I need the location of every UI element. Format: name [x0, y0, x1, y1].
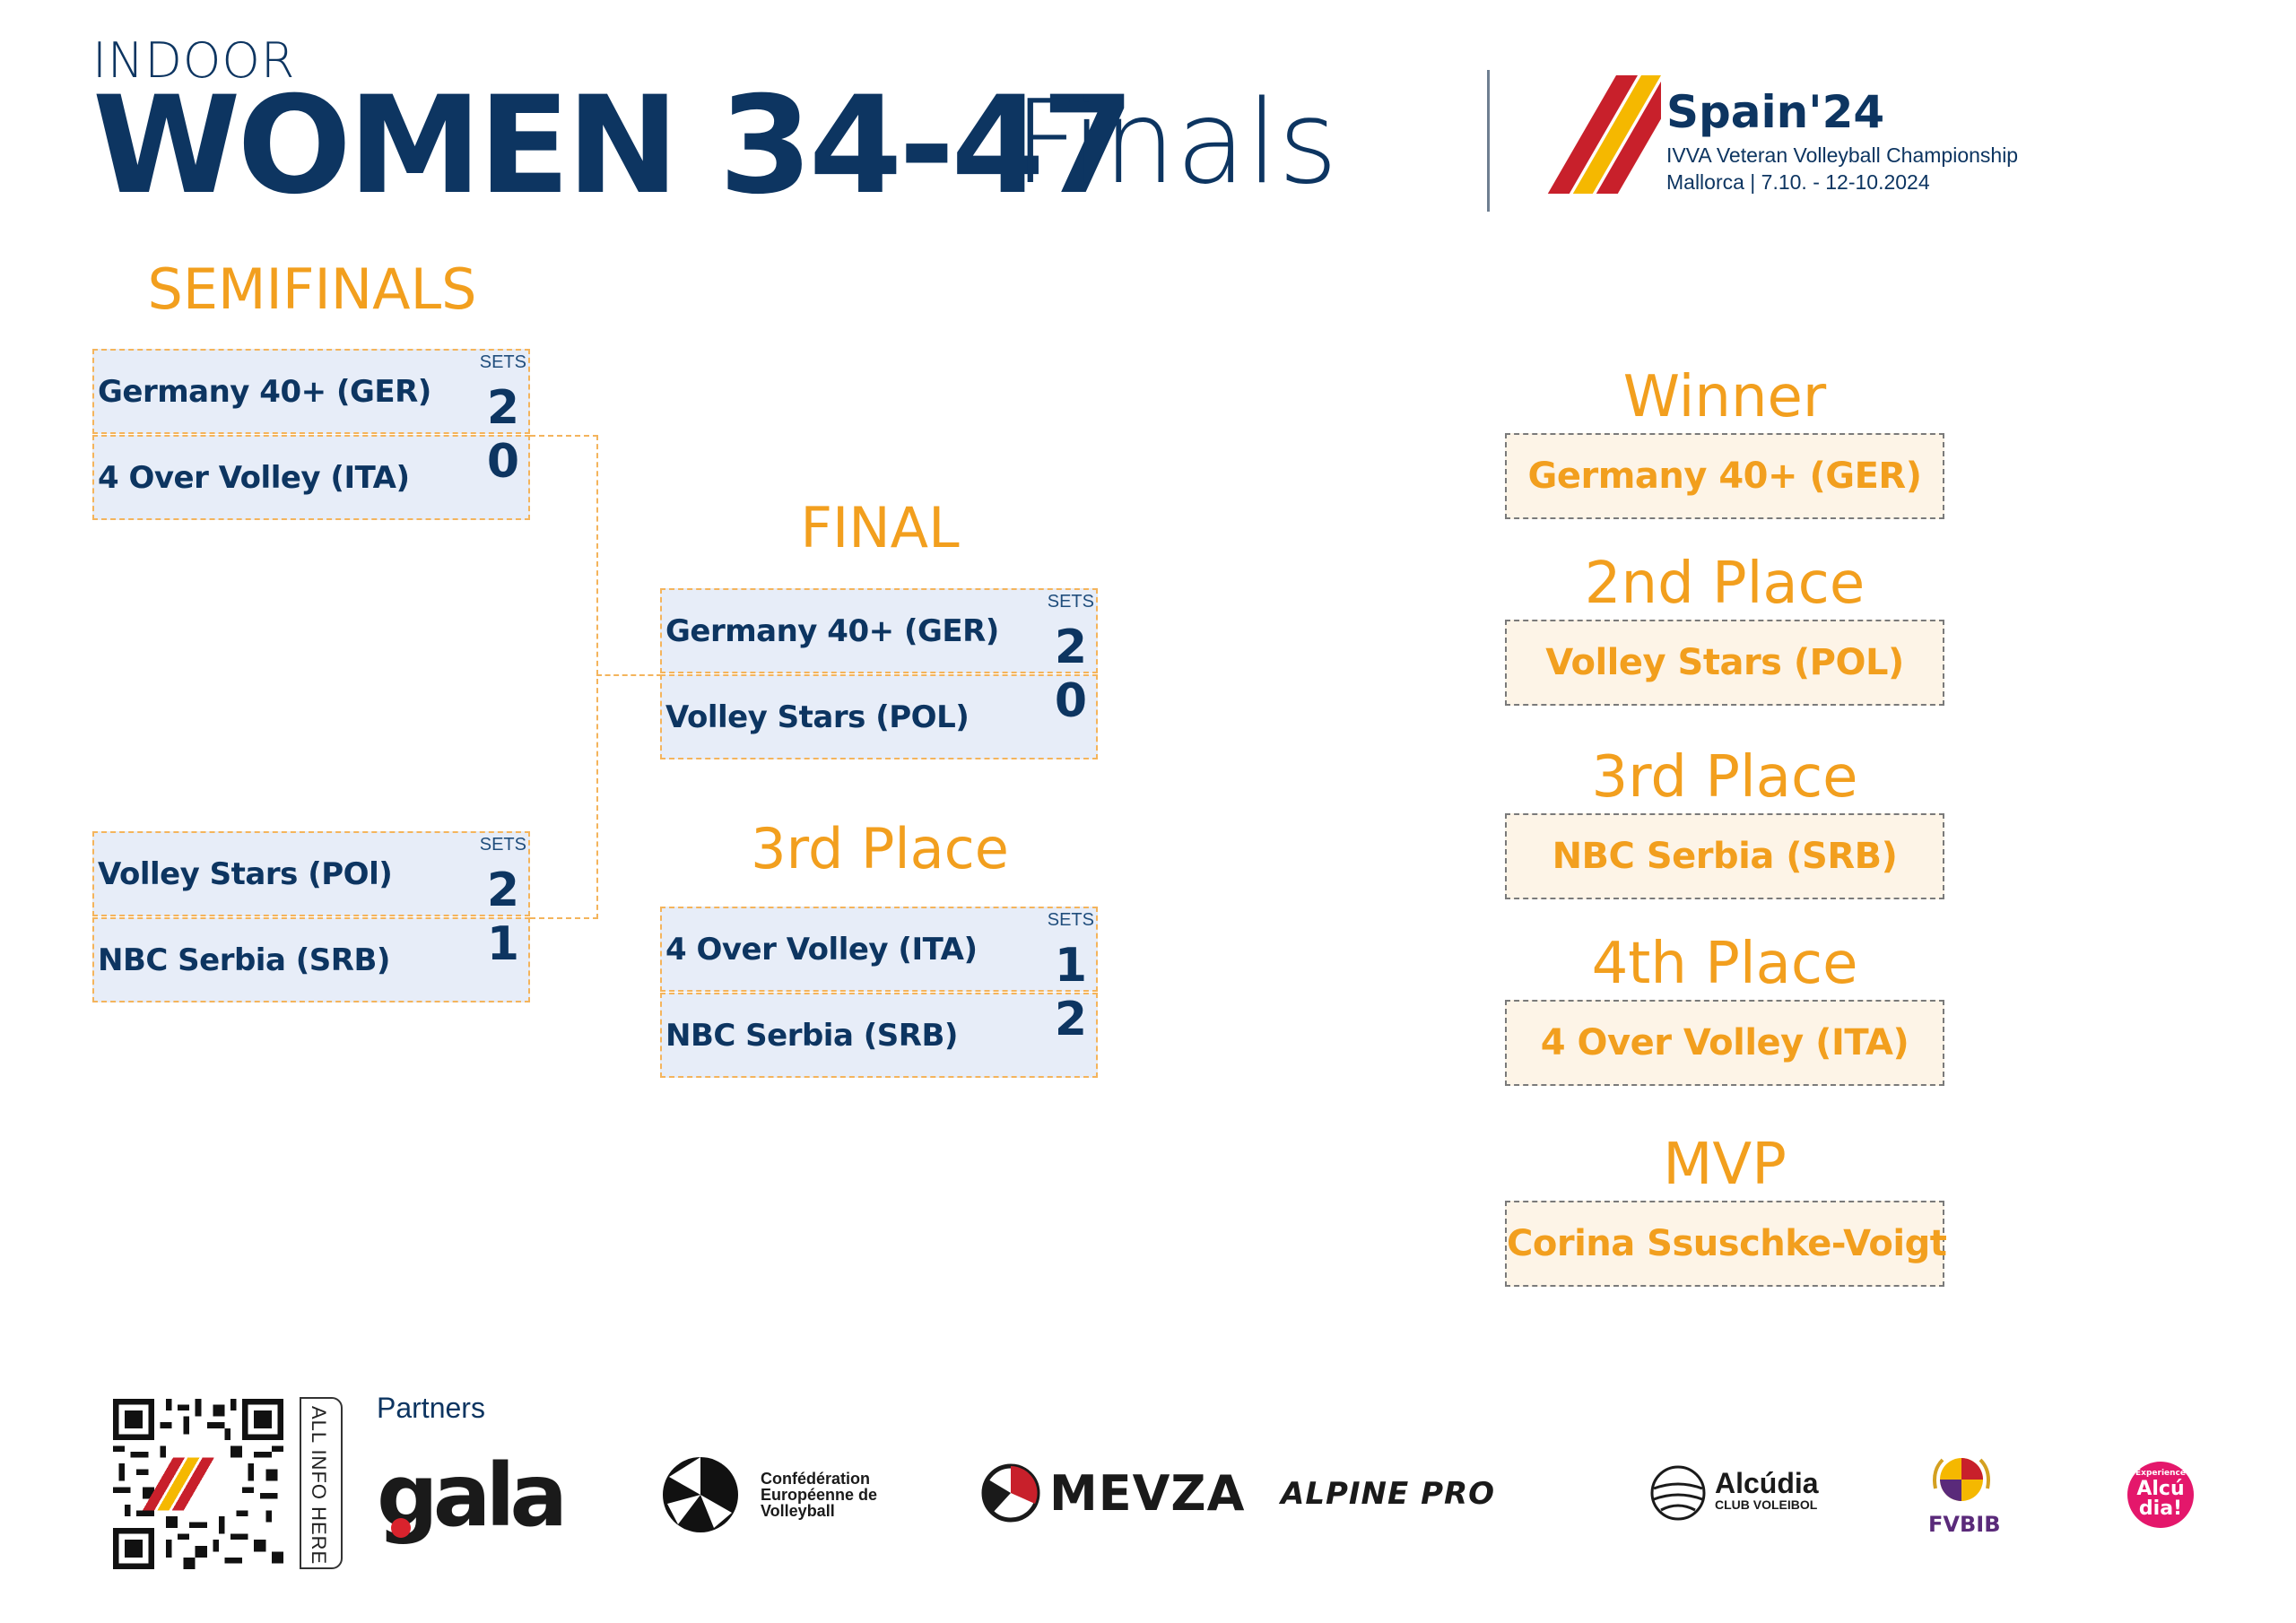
fvbib-ball-icon — [1933, 1458, 1990, 1501]
cev-line: Volleyball — [761, 1502, 835, 1520]
fourth-place-box: 4 Over Volley (ITA) — [1505, 1000, 1944, 1086]
winner-team: Germany 40+ (GER) — [1527, 456, 1922, 497]
team-name: 4 Over Volley (ITA) — [98, 460, 410, 496]
sets-label: SETS — [1047, 910, 1094, 930]
third-place-team: NBC Serbia (SRB) — [1552, 836, 1898, 877]
mevza-ball-icon — [981, 1463, 1040, 1523]
team-name: Germany 40+ (GER) — [98, 374, 431, 410]
mevza-logo: MEVZA — [1049, 1465, 1246, 1522]
experience-alcudia-logo: Experience Alcú dia! — [2127, 1462, 2194, 1528]
match-team-row: Germany 40+ (GER) SETS 2 — [92, 349, 530, 435]
match-team-row: NBC Serbia (SRB) 2 — [660, 993, 1098, 1078]
team-name: NBC Serbia (SRB) — [665, 1018, 958, 1054]
team-name: Volley Stars (POl) — [98, 856, 393, 892]
winner-heading: Winner — [1622, 364, 1827, 430]
team-name: Volley Stars (POL) — [665, 699, 970, 735]
cev-logo-icon — [663, 1457, 738, 1532]
fourth-place-heading: 4th Place — [1591, 931, 1858, 997]
qr-info-label: ALL INFO HERE — [308, 1406, 330, 1566]
sets-label: SETS — [1047, 592, 1094, 612]
partners-label: Partners — [377, 1392, 485, 1424]
sets-label: SETS — [479, 835, 526, 855]
team-score: 1 — [486, 917, 519, 971]
bracket-connector — [530, 917, 598, 919]
gala-logo-dot — [391, 1518, 411, 1538]
match-team-row: NBC Serbia (SRB) 1 — [92, 917, 530, 1002]
mvp-heading: MVP — [1663, 1132, 1787, 1198]
bracket-connector — [530, 435, 598, 437]
alcudia-logo-text: Alcú — [2136, 1478, 2185, 1500]
match-team-row: 4 Over Volley (ITA) 0 — [92, 435, 530, 520]
fvbib-logo: FVBIB — [1928, 1512, 2001, 1537]
alcudia-experience-label: Experience — [2135, 1469, 2186, 1478]
match-team-row: Germany 40+ (GER) SETS 2 — [660, 588, 1098, 674]
cev-line: Européenne de — [761, 1486, 878, 1504]
alcudia-logo-text: dia! — [2138, 1497, 2183, 1520]
category-label: INDOOR — [92, 32, 296, 89]
volleyball-icon — [1650, 1465, 1706, 1521]
team-name: NBC Serbia (SRB) — [98, 942, 390, 978]
second-place-heading: 2nd Place — [1584, 551, 1866, 617]
qr-info-tag: ALL INFO HERE — [300, 1397, 343, 1569]
semifinals-heading: SEMIFINALS — [147, 256, 477, 322]
second-place-team: Volley Stars (POL) — [1545, 642, 1904, 683]
team-score: 2 — [1054, 621, 1087, 674]
event-name: Spain'24 — [1666, 86, 1885, 138]
team-score: 0 — [486, 435, 519, 489]
third-place-box: NBC Serbia (SRB) — [1505, 813, 1944, 899]
semifinal-1-match: Germany 40+ (GER) SETS 2 4 Over Volley (… — [92, 349, 532, 521]
alpine-pro-logo: ALPINE PRO — [1281, 1476, 1496, 1512]
second-place-box: Volley Stars (POL) — [1505, 620, 1944, 706]
header-divider — [1487, 70, 1490, 212]
team-score: 2 — [486, 864, 519, 917]
team-name: Germany 40+ (GER) — [665, 613, 999, 649]
match-team-row: Volley Stars (POL) 0 — [660, 674, 1098, 759]
cev-logo-text: Confédération Européenne de Volleyball — [761, 1471, 877, 1519]
alcudia-club-subtitle: CLUB VOLEIBOL — [1715, 1497, 1818, 1512]
match-team-row: Volley Stars (POl) SETS 2 — [92, 831, 530, 917]
team-score: 2 — [486, 381, 519, 435]
winner-box: Germany 40+ (GER) — [1505, 433, 1944, 519]
event-subtitle: IVVA Veteran Volleyball Championship — [1666, 143, 2019, 167]
team-score: 2 — [1054, 993, 1087, 1046]
final-heading: FINAL — [800, 495, 960, 560]
cev-line: Confédération — [761, 1470, 871, 1488]
mvp-name: Corina Ssuschke-Voigt — [1507, 1223, 1947, 1264]
bracket-connector — [596, 435, 598, 919]
mvp-box: Corina Ssuschke-Voigt — [1505, 1201, 1947, 1287]
team-score: 0 — [1054, 674, 1087, 728]
qr-code-icon[interactable] — [113, 1399, 283, 1569]
page-title: WOMEN 34-47 — [92, 68, 1135, 224]
bracket-connector — [596, 674, 662, 676]
match-team-row: 4 Over Volley (ITA) SETS 1 — [660, 907, 1098, 993]
third-place-match: 4 Over Volley (ITA) SETS 1 NBC Serbia (S… — [660, 907, 1100, 1079]
sets-label: SETS — [479, 352, 526, 372]
third-place-heading: 3rd Place — [751, 816, 1009, 881]
spain-flag-stripes-icon — [1547, 75, 1661, 194]
page-title-suffix: Finals — [1013, 76, 1338, 210]
event-location-dates: Mallorca | 7.10. - 12-10.2024 — [1666, 170, 1930, 194]
semifinal-2-match: Volley Stars (POl) SETS 2 NBC Serbia (SR… — [92, 831, 532, 1003]
final-match: Germany 40+ (GER) SETS 2 Volley Stars (P… — [660, 588, 1100, 760]
alcudia-club-logo: Alcúdia — [1715, 1467, 1819, 1499]
third-place-standing-heading: 3rd Place — [1591, 744, 1858, 811]
fourth-place-team: 4 Over Volley (ITA) — [1540, 1022, 1909, 1063]
team-score: 1 — [1054, 939, 1087, 993]
team-name: 4 Over Volley (ITA) — [665, 932, 978, 968]
